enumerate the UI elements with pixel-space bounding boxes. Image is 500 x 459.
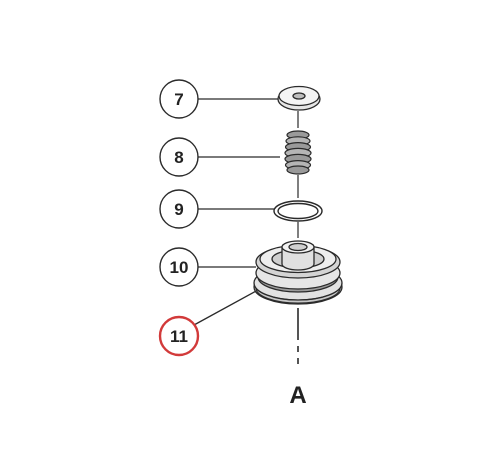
callout-8: 8	[159, 137, 199, 177]
part-7-washer	[277, 85, 321, 111]
callout-label-11: 11	[170, 327, 188, 346]
part-10-valve-body	[253, 240, 343, 305]
part-8-spring	[284, 111, 312, 198]
callout-label-8: 8	[174, 148, 183, 167]
callout-label-9: 9	[174, 200, 183, 219]
part-9-o-ring	[273, 200, 323, 238]
callout-label-10: 10	[170, 258, 189, 277]
leader-lines	[193, 98, 299, 364]
callout-11-highlighted: 11	[158, 315, 200, 357]
callout-7: 7	[159, 79, 199, 119]
leader-line-11	[193, 289, 259, 326]
axis-label: A	[289, 382, 306, 409]
callout-10: 10	[159, 247, 199, 287]
callout-label-7: 7	[174, 90, 183, 109]
callout-9: 9	[159, 189, 199, 229]
part-11-ring	[253, 282, 343, 304]
